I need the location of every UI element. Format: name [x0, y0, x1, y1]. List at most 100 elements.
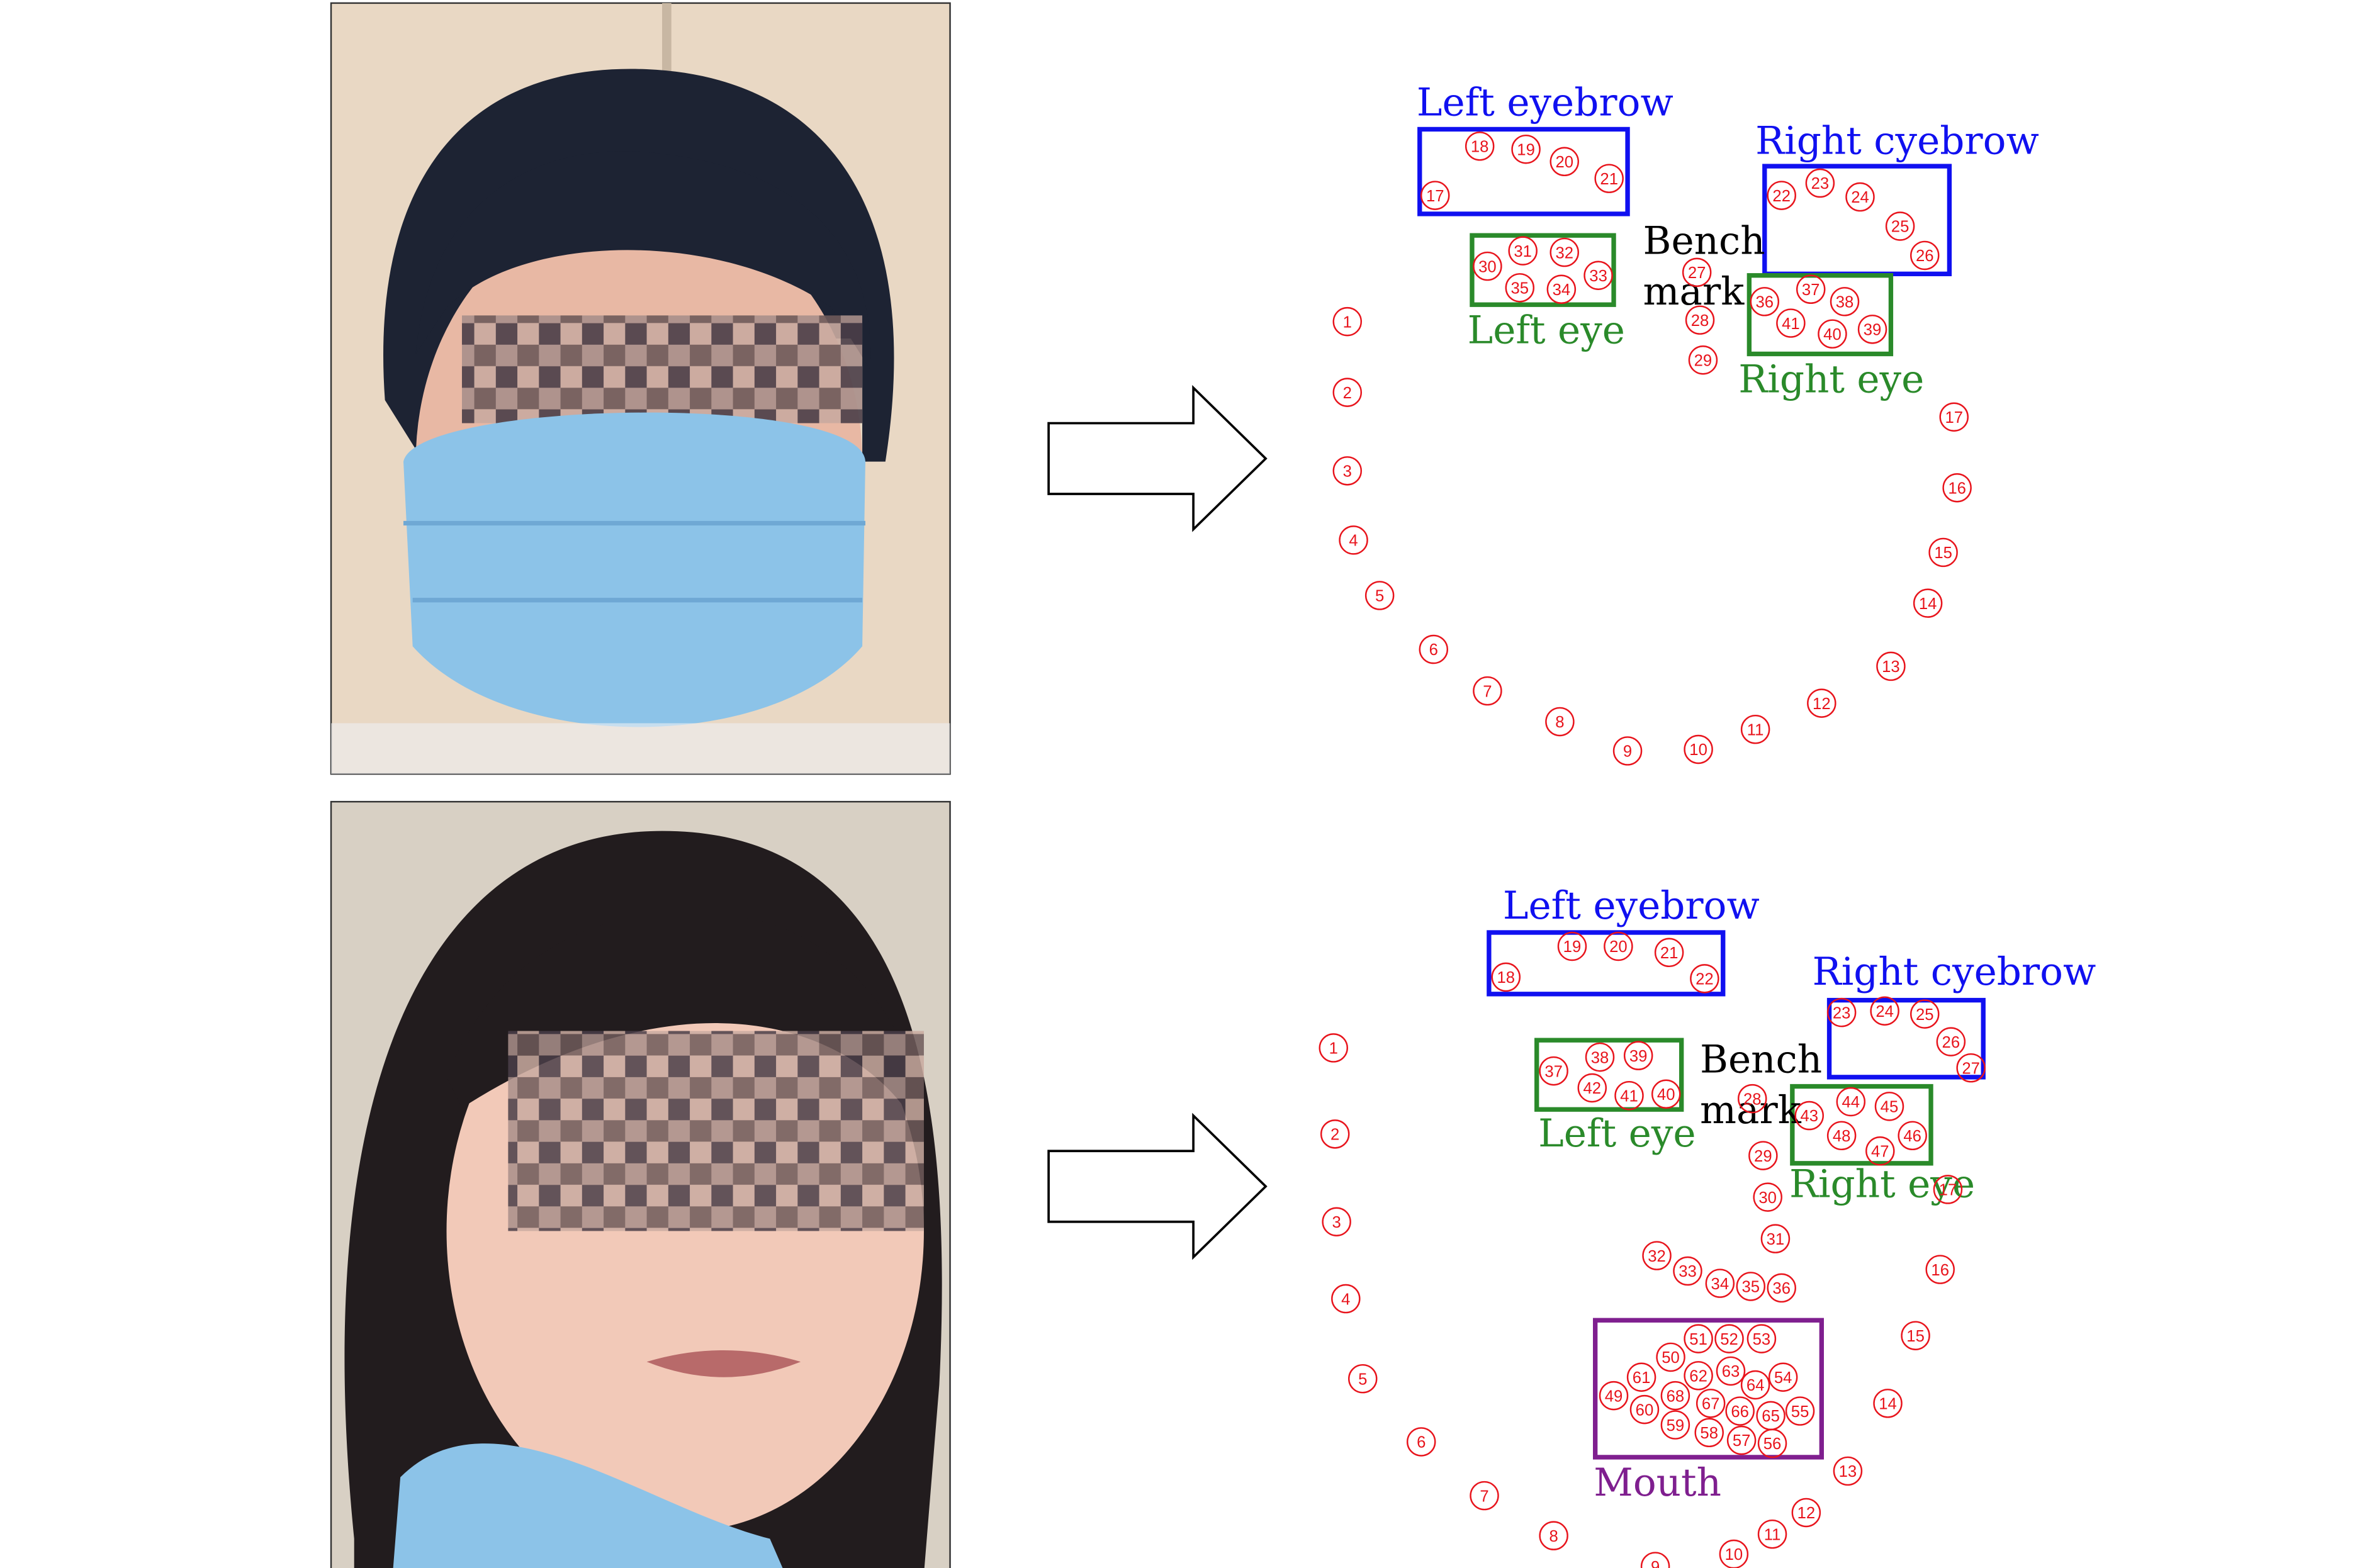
- landmark-point: 22: [1690, 964, 1719, 994]
- landmark-number: 61: [1633, 1369, 1651, 1387]
- arrow-right-icon: [1047, 1112, 1268, 1260]
- landmark-point: 28: [1737, 1084, 1767, 1114]
- landmark-number: 6: [1417, 1434, 1426, 1452]
- landmark-number: 22: [1772, 188, 1791, 205]
- landmark-number: 40: [1657, 1086, 1675, 1104]
- landmark-point: 54: [1768, 1362, 1798, 1392]
- landmark-number: 41: [1620, 1087, 1638, 1105]
- landmark-point: 25: [1910, 999, 1940, 1029]
- landmark-number: 3: [1332, 1214, 1341, 1231]
- landmark-number: 39: [1629, 1048, 1648, 1065]
- left-eye-box: [1534, 1038, 1684, 1112]
- landmark-circle: [1684, 1361, 1713, 1391]
- landmark-point: 3: [1322, 1207, 1351, 1236]
- landmark-circle: [1794, 1100, 1824, 1131]
- landmark-number: 24: [1876, 1003, 1894, 1021]
- landmark-point: 17: [1933, 1175, 1963, 1204]
- landmark-point: 45: [1874, 1092, 1904, 1121]
- landmark-number: 64: [1746, 1377, 1765, 1394]
- landmark-circle: [1473, 251, 1502, 281]
- landmark-number: 21: [1600, 171, 1618, 188]
- landmark-circle: [1690, 964, 1719, 994]
- landmark-number: 15: [1906, 1328, 1925, 1345]
- landmark-point: 32: [1549, 237, 1579, 267]
- landmark-number: 1: [1329, 1040, 1338, 1058]
- landmark-number: 30: [1758, 1189, 1777, 1207]
- landmark-number: 13: [1882, 658, 1900, 676]
- landmark-circle: [1614, 1080, 1644, 1111]
- landmark-point: 64: [1740, 1370, 1770, 1400]
- landmark-point: 37: [1796, 274, 1826, 304]
- landmark-point: 21: [1594, 164, 1624, 193]
- landmark-point: 34: [1546, 274, 1577, 304]
- landmark-circle: [1651, 1079, 1681, 1109]
- landmark-number: 23: [1833, 1004, 1851, 1022]
- landmark-number: 10: [1689, 741, 1707, 759]
- landmark-circle: [1865, 1136, 1895, 1166]
- landmark-number: 53: [1753, 1331, 1771, 1348]
- landmark-point: 24: [1845, 182, 1875, 212]
- landmark-point: 12: [1791, 1498, 1821, 1528]
- landmark-circle: [1557, 931, 1587, 961]
- left-eyebrow-box: [1417, 126, 1630, 216]
- landmark-circle: [1873, 1389, 1903, 1418]
- landmark-circle: [1654, 938, 1684, 968]
- landmark-point: 34: [1705, 1268, 1735, 1298]
- landmark-number: 8: [1555, 714, 1564, 731]
- landmark-point: 44: [1836, 1087, 1866, 1117]
- landmark-circle: [1583, 260, 1613, 290]
- landmark-circle: [1549, 147, 1579, 177]
- landmark-number: 39: [1864, 322, 1882, 339]
- landmark-circle: [1826, 1121, 1857, 1151]
- left-eyebrow-label: Left eyebrow: [1503, 883, 1760, 928]
- landmark-number: 11: [1747, 721, 1764, 739]
- landmark-number: 40: [1823, 326, 1842, 344]
- landmark-circle: [1604, 931, 1633, 961]
- landmark-number: 9: [1651, 1559, 1660, 1568]
- landmark-circle: [1748, 1141, 1778, 1170]
- landmark-point: 48: [1826, 1121, 1857, 1151]
- landmark-circle: [1753, 1182, 1782, 1212]
- landmark-point: 41: [1614, 1080, 1644, 1111]
- landmark-number: 47: [1871, 1143, 1889, 1160]
- landmark-circle: [1857, 315, 1887, 344]
- landmark-point: 3: [1332, 456, 1363, 486]
- landmark-point: 30: [1473, 251, 1502, 281]
- landmark-number: 35: [1511, 280, 1529, 298]
- landmark-point: 14: [1873, 1389, 1903, 1418]
- right-eyebrow-label: Right cyebrow: [1755, 119, 2039, 164]
- top-landmark-annotations: Left eyebrow Right cyebrow Left eye Righ…: [1417, 80, 2039, 401]
- landmark-circle: [1465, 132, 1495, 161]
- landmark-point: 8: [1539, 1521, 1568, 1550]
- landmark-circle: [1726, 1425, 1757, 1455]
- landmark-circle: [1898, 1121, 1927, 1151]
- landmark-number: 20: [1555, 154, 1573, 171]
- landmark-circle: [1767, 1273, 1796, 1303]
- landmark-circle: [1760, 1224, 1791, 1253]
- right-eye-box: [1746, 273, 1894, 357]
- landmark-number: 7: [1483, 683, 1492, 700]
- landmark-number: 67: [1702, 1396, 1720, 1413]
- landmark-circle: [1705, 1268, 1735, 1298]
- landmark-number: 8: [1549, 1528, 1558, 1545]
- landmark-point: 1: [1332, 306, 1363, 337]
- landmark-circle: [1348, 1364, 1378, 1394]
- landmark-point: 55: [1785, 1396, 1815, 1426]
- landmark-circle: [1830, 287, 1860, 316]
- landmark-point: 17: [1939, 402, 1969, 432]
- left-eye-box: [1470, 233, 1616, 307]
- landmark-point: 4: [1339, 525, 1368, 555]
- landmark-number: 27: [1962, 1060, 1980, 1077]
- landmark-point: 52: [1714, 1324, 1744, 1353]
- landmark-circle: [1933, 1175, 1963, 1204]
- landmark-circle: [1805, 168, 1835, 198]
- mouth-box: [1593, 1318, 1824, 1460]
- landmark-number: 49: [1605, 1387, 1623, 1405]
- landmark-circle: [1750, 287, 1780, 316]
- landmark-number: 35: [1742, 1279, 1760, 1296]
- landmark-circle: [1870, 996, 1899, 1026]
- landmark-circle: [1736, 1272, 1766, 1301]
- landmark-point: 19: [1557, 931, 1587, 961]
